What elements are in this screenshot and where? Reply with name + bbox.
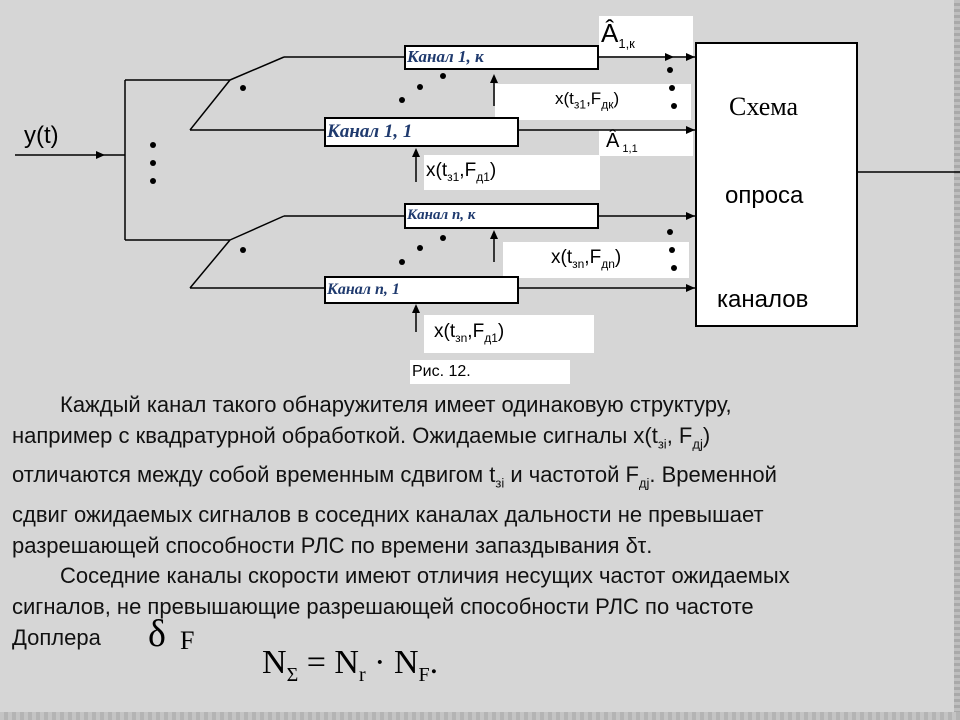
- channel-box-1k: Канал 1, к: [404, 45, 599, 70]
- channel-label-n1: Канал n, 1: [327, 281, 400, 298]
- output-a11-box: [599, 130, 693, 156]
- p1-line-3: отличаются между собой временным сдвигом…: [12, 462, 777, 491]
- channel-label-11: Канал 1, 1: [327, 121, 413, 142]
- delta-symbol: δ: [148, 613, 166, 655]
- channel-box-nk: Канал n, к: [404, 203, 599, 229]
- p1-line-1: Каждый канал такого обнаружителя имеет о…: [60, 392, 732, 417]
- paragraph-2: Соседние каналы скорости имеют отличия н…: [12, 560, 952, 653]
- p1-line-4: сдвиг ожидаемых сигналов в соседних кана…: [12, 501, 764, 527]
- output-a1k-box: [599, 16, 693, 56]
- figure-caption: Рис. 12.: [412, 363, 471, 380]
- input-label: y(t): [24, 122, 59, 149]
- signal-s2: x(tз1,Fд1): [426, 160, 497, 184]
- paragraph-1: Каждый канал такого обнаружителя имеет о…: [12, 389, 952, 561]
- channel-label-1k: Канал 1, к: [407, 47, 484, 66]
- signal-s3-box: [503, 242, 689, 278]
- signal-s3: x(tзn,Fдn): [551, 247, 622, 271]
- figure-caption-box: Рис. 12.: [410, 360, 570, 384]
- p1-line-2: например с квадратурной обработкой. Ожид…: [12, 423, 711, 452]
- p1-line-5: разрешающей способности РЛС по времени з…: [12, 532, 653, 558]
- polling-scheme-block: Схема опроса каналов: [695, 42, 858, 327]
- channel-count-formula: NΣ = Nr · NF.: [262, 644, 439, 686]
- scheme-line-3: каналов: [717, 286, 809, 313]
- signal-s4-box: [424, 315, 594, 353]
- slide-edge-decoration: [954, 0, 960, 720]
- signal-s1-box: [495, 84, 691, 120]
- channel-box-n1: Канал n, 1: [324, 276, 519, 304]
- channel-label-nk: Канал n, к: [407, 207, 476, 223]
- slide-bottom-decoration: [0, 712, 960, 720]
- signal-s2-box: [424, 155, 600, 190]
- p2-line-2: сигналов, не превышающие разрешающей спо…: [12, 594, 754, 619]
- signal-s4: x(tзn,Fд1): [434, 321, 505, 345]
- delta-subscript: F: [180, 626, 195, 655]
- scheme-line-2: опроса: [725, 182, 804, 209]
- output-a11: Â 1,1: [606, 130, 638, 155]
- signal-s1: x(tз1,Fдк): [555, 89, 620, 112]
- channel-box-11: Канал 1, 1: [324, 117, 519, 147]
- scheme-title: Схема: [729, 92, 799, 121]
- output-a1k: Â1,к: [601, 18, 635, 52]
- p2-line-3: Доплера: [12, 625, 101, 650]
- p2-line-1: Соседние каналы скорости имеют отличия н…: [60, 563, 790, 588]
